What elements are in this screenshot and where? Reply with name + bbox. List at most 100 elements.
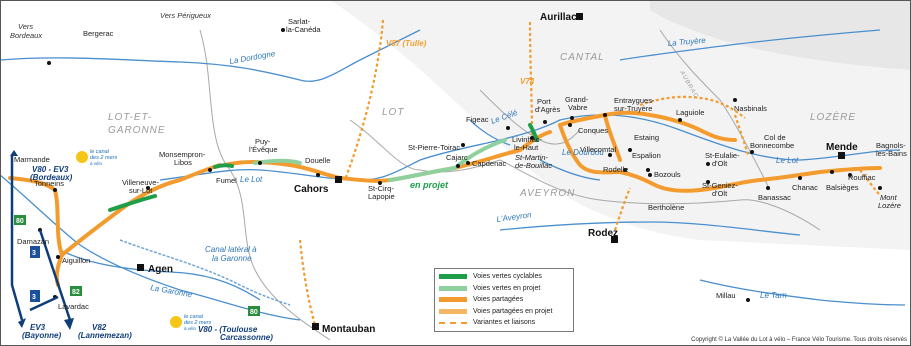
route-shields bbox=[14, 215, 260, 316]
canal-label-2: la Garonne bbox=[212, 254, 252, 263]
river-lot-2: Le Lot bbox=[776, 156, 799, 165]
town-espalion: Espalion bbox=[632, 151, 661, 160]
v87-label: V87 (Tulle) bbox=[386, 39, 427, 48]
town-stcirq-1: St-Cirq- bbox=[368, 184, 394, 193]
big-town-markers bbox=[137, 13, 845, 330]
town-villeneuve-1: Villeneuve- bbox=[122, 178, 159, 187]
city-agen: Agen bbox=[148, 264, 173, 275]
legend-row: Voies partagées bbox=[439, 294, 569, 306]
town-montlozere-2: Lozère bbox=[878, 201, 901, 210]
town-estaing: Estaing bbox=[634, 133, 659, 142]
dept-lozere: LOZÈRE bbox=[810, 110, 856, 123]
legend-swatch bbox=[439, 308, 467, 314]
town-steulalie-2: d'Olt bbox=[712, 159, 728, 168]
route-v80-ev3: V80 - EV3 bbox=[32, 165, 69, 174]
town-bozouls: Bozouls bbox=[654, 170, 681, 179]
town-markers bbox=[38, 28, 882, 302]
department-borders bbox=[199, 29, 821, 341]
river-lot-1: Le Lot bbox=[240, 175, 263, 184]
town-bagnols-2: les-Bains bbox=[876, 149, 907, 158]
town-bagnols-1: Bagnols- bbox=[876, 141, 906, 150]
town-lavardac: Lavardac bbox=[58, 302, 89, 311]
logo-text-3: à vélo bbox=[90, 161, 103, 166]
city-montauban: Montauban bbox=[322, 324, 375, 335]
town-aiguillon: Aiguillon bbox=[62, 256, 90, 265]
logo-text-1: le canal bbox=[90, 149, 110, 155]
town-damazan: Damazan bbox=[17, 237, 49, 246]
town-marmande: Marmande bbox=[14, 155, 50, 164]
town-grandvabre-1: Grand- bbox=[565, 95, 589, 104]
canal-logo: le canal des 2 mers à vélo le canal des … bbox=[76, 149, 211, 331]
vers-perigueux-label: Vers Périgueux bbox=[160, 11, 211, 20]
town-port-2: d'Agrès bbox=[535, 105, 560, 114]
town-puy-1: Puy- bbox=[255, 137, 271, 146]
town-montlozere-1: Mont bbox=[880, 193, 898, 202]
legend-swatch bbox=[439, 297, 467, 303]
city-cahors: Cahors bbox=[294, 184, 329, 195]
town-cajarc: Cajarc bbox=[446, 153, 468, 162]
town-monsempron-1: Monsempron- bbox=[159, 150, 206, 159]
town-capdenac: Capdenac bbox=[472, 159, 506, 168]
town-banassac: Banassac bbox=[758, 193, 791, 202]
route-v80-toulouse: V80 - (Toulouse bbox=[198, 325, 258, 334]
en-projet-label: en projet bbox=[410, 180, 449, 190]
v74-label: V74 bbox=[520, 77, 535, 86]
canal-label-1: Canal latéral à bbox=[205, 245, 257, 254]
town-sarlat-2: la-Canéda bbox=[286, 25, 321, 34]
legend-swatch bbox=[439, 285, 467, 291]
dept-lot-et-garonne-1: LOT-ET- bbox=[108, 112, 152, 123]
town-stgeniez-2: d'Olt bbox=[712, 189, 728, 198]
town-stmartin-1: St-Martin- bbox=[515, 153, 548, 162]
town-monsempron-2: Libos bbox=[174, 158, 192, 167]
legend-label: Voies vertes en projet bbox=[473, 284, 541, 292]
town-stcirq-2: Lapopie bbox=[368, 192, 395, 201]
route-shield-82: 82 bbox=[72, 289, 80, 296]
town-entraygues-2: sur-Truyère bbox=[614, 104, 652, 113]
town-bergerac: Bergerac bbox=[83, 29, 114, 38]
route-shield-3a: 3 bbox=[32, 250, 36, 257]
map-legend: Voies vertes cyclables Voies vertes en p… bbox=[434, 268, 574, 332]
bordeaux-label: Bordeaux bbox=[10, 31, 42, 40]
town-col-1: Col de bbox=[764, 133, 786, 142]
town-chanac: Chanac bbox=[792, 183, 818, 192]
town-douelle: Douelle bbox=[305, 156, 330, 165]
town-conques: Conques bbox=[578, 126, 608, 135]
dept-lot-et-garonne-2: GARONNE bbox=[108, 125, 166, 136]
town-nasbinals: Nasbinals bbox=[734, 104, 767, 113]
legend-swatch bbox=[439, 274, 467, 280]
town-figeac: Figeac bbox=[466, 115, 489, 124]
route-bordeaux: (Bordeaux) bbox=[30, 173, 73, 182]
town-laguiole: Laguiole bbox=[676, 108, 704, 117]
legend-label: Voies partagées bbox=[473, 296, 524, 304]
legend-row: Voies vertes en projet bbox=[439, 283, 569, 295]
dept-aveyron: AVEYRON bbox=[519, 188, 575, 199]
copyright-notice: Copyright © La Vallée du Lot à vélo – Fr… bbox=[691, 337, 907, 343]
town-stgeniez-1: St-Geniez- bbox=[702, 181, 738, 190]
legend-row: Variantes et liaisons bbox=[439, 317, 569, 329]
green-routes bbox=[108, 123, 539, 212]
route-v82: V82 bbox=[92, 323, 107, 332]
town-balsieges: Balsièges bbox=[826, 183, 859, 192]
city-aurillac: Aurillac bbox=[540, 12, 577, 23]
city-rodez: Rodez bbox=[588, 228, 618, 239]
legend-label: Voies vertes cyclables bbox=[473, 273, 542, 281]
town-rodelle: Rodelle bbox=[603, 165, 628, 174]
river-tarn: Le Tarn bbox=[760, 291, 787, 300]
town-villecomtal: Villecomtal bbox=[580, 145, 616, 154]
logo2-text-3: à vélo bbox=[184, 326, 197, 331]
route-shield-80a: 80 bbox=[16, 218, 24, 225]
legend-swatch bbox=[439, 321, 467, 324]
route-arrows bbox=[10, 155, 72, 321]
route-lannemezan: (Lannemezan) bbox=[78, 331, 132, 340]
legend-label: Voies partagées en projet bbox=[473, 307, 553, 315]
dept-lot: LOT bbox=[382, 107, 404, 118]
town-tonneins: Tonneins bbox=[34, 179, 64, 188]
town-bertholene: Bertholène bbox=[648, 203, 684, 212]
town-fumel: Fumel bbox=[216, 176, 237, 185]
route-shield-3b: 3 bbox=[32, 294, 36, 301]
town-livinhac-2: le-Haut bbox=[514, 143, 539, 152]
town-livinhac-1: Livinhac- bbox=[512, 135, 543, 144]
city-mende: Mende bbox=[826, 142, 858, 153]
